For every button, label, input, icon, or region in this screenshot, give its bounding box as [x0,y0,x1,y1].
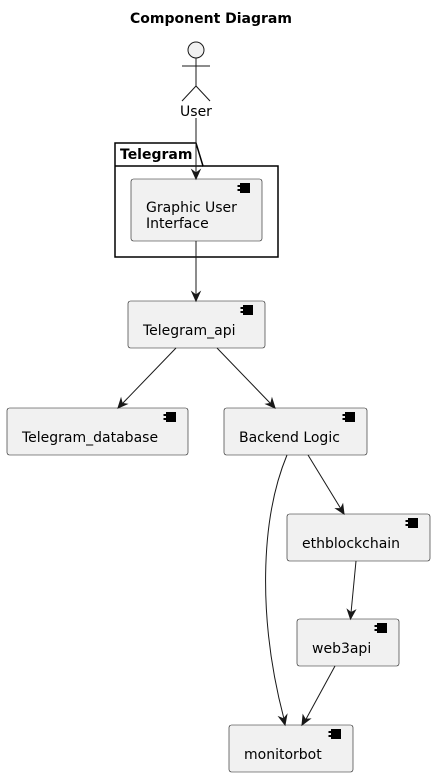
component-graphic-user-interface: Graphic User Interface [130,178,263,242]
component-ethblockchain: ethblockchain [286,513,431,562]
diagram-title: Component Diagram [130,11,292,27]
edge-backend-to-ethblockchain [307,454,345,516]
actor-head [187,41,205,59]
component-web3api: web3api [296,618,400,667]
edge-ethblockchain-to-web3api [346,560,357,621]
telegram-database-label: Telegram_database [21,430,158,446]
package-label: Telegram [120,147,192,163]
ethblockchain-label: ethblockchain [302,536,400,552]
gui-label-line2: Interface [146,216,209,232]
user-actor: User [180,41,212,120]
component-monitorbot: monitorbot [228,724,354,773]
component-telegram-database: Telegram_database [6,407,189,456]
edge-telegram-api-to-backend [216,347,276,409]
actor-left-leg [181,85,197,102]
component-telegram-api: Telegram_api [127,300,266,349]
web3api-label: web3api [312,641,371,657]
telegram-api-label: Telegram_api [142,323,236,339]
edge-web3api-to-monitorbot [301,665,336,727]
monitorbot-label: monitorbot [244,747,322,763]
edge-user-to-gui [190,118,202,181]
edge-telegram-api-to-database [117,347,177,409]
edge-backend-to-monitorbot [265,454,288,727]
gui-label-line1: Graphic User [146,200,237,216]
edge-gui-to-telegram-api [190,241,202,303]
backend-logic-label: Backend Logic [239,430,340,446]
user-label: User [180,104,212,120]
actor-right-leg [195,85,211,102]
component-backend-logic: Backend Logic [223,407,368,456]
